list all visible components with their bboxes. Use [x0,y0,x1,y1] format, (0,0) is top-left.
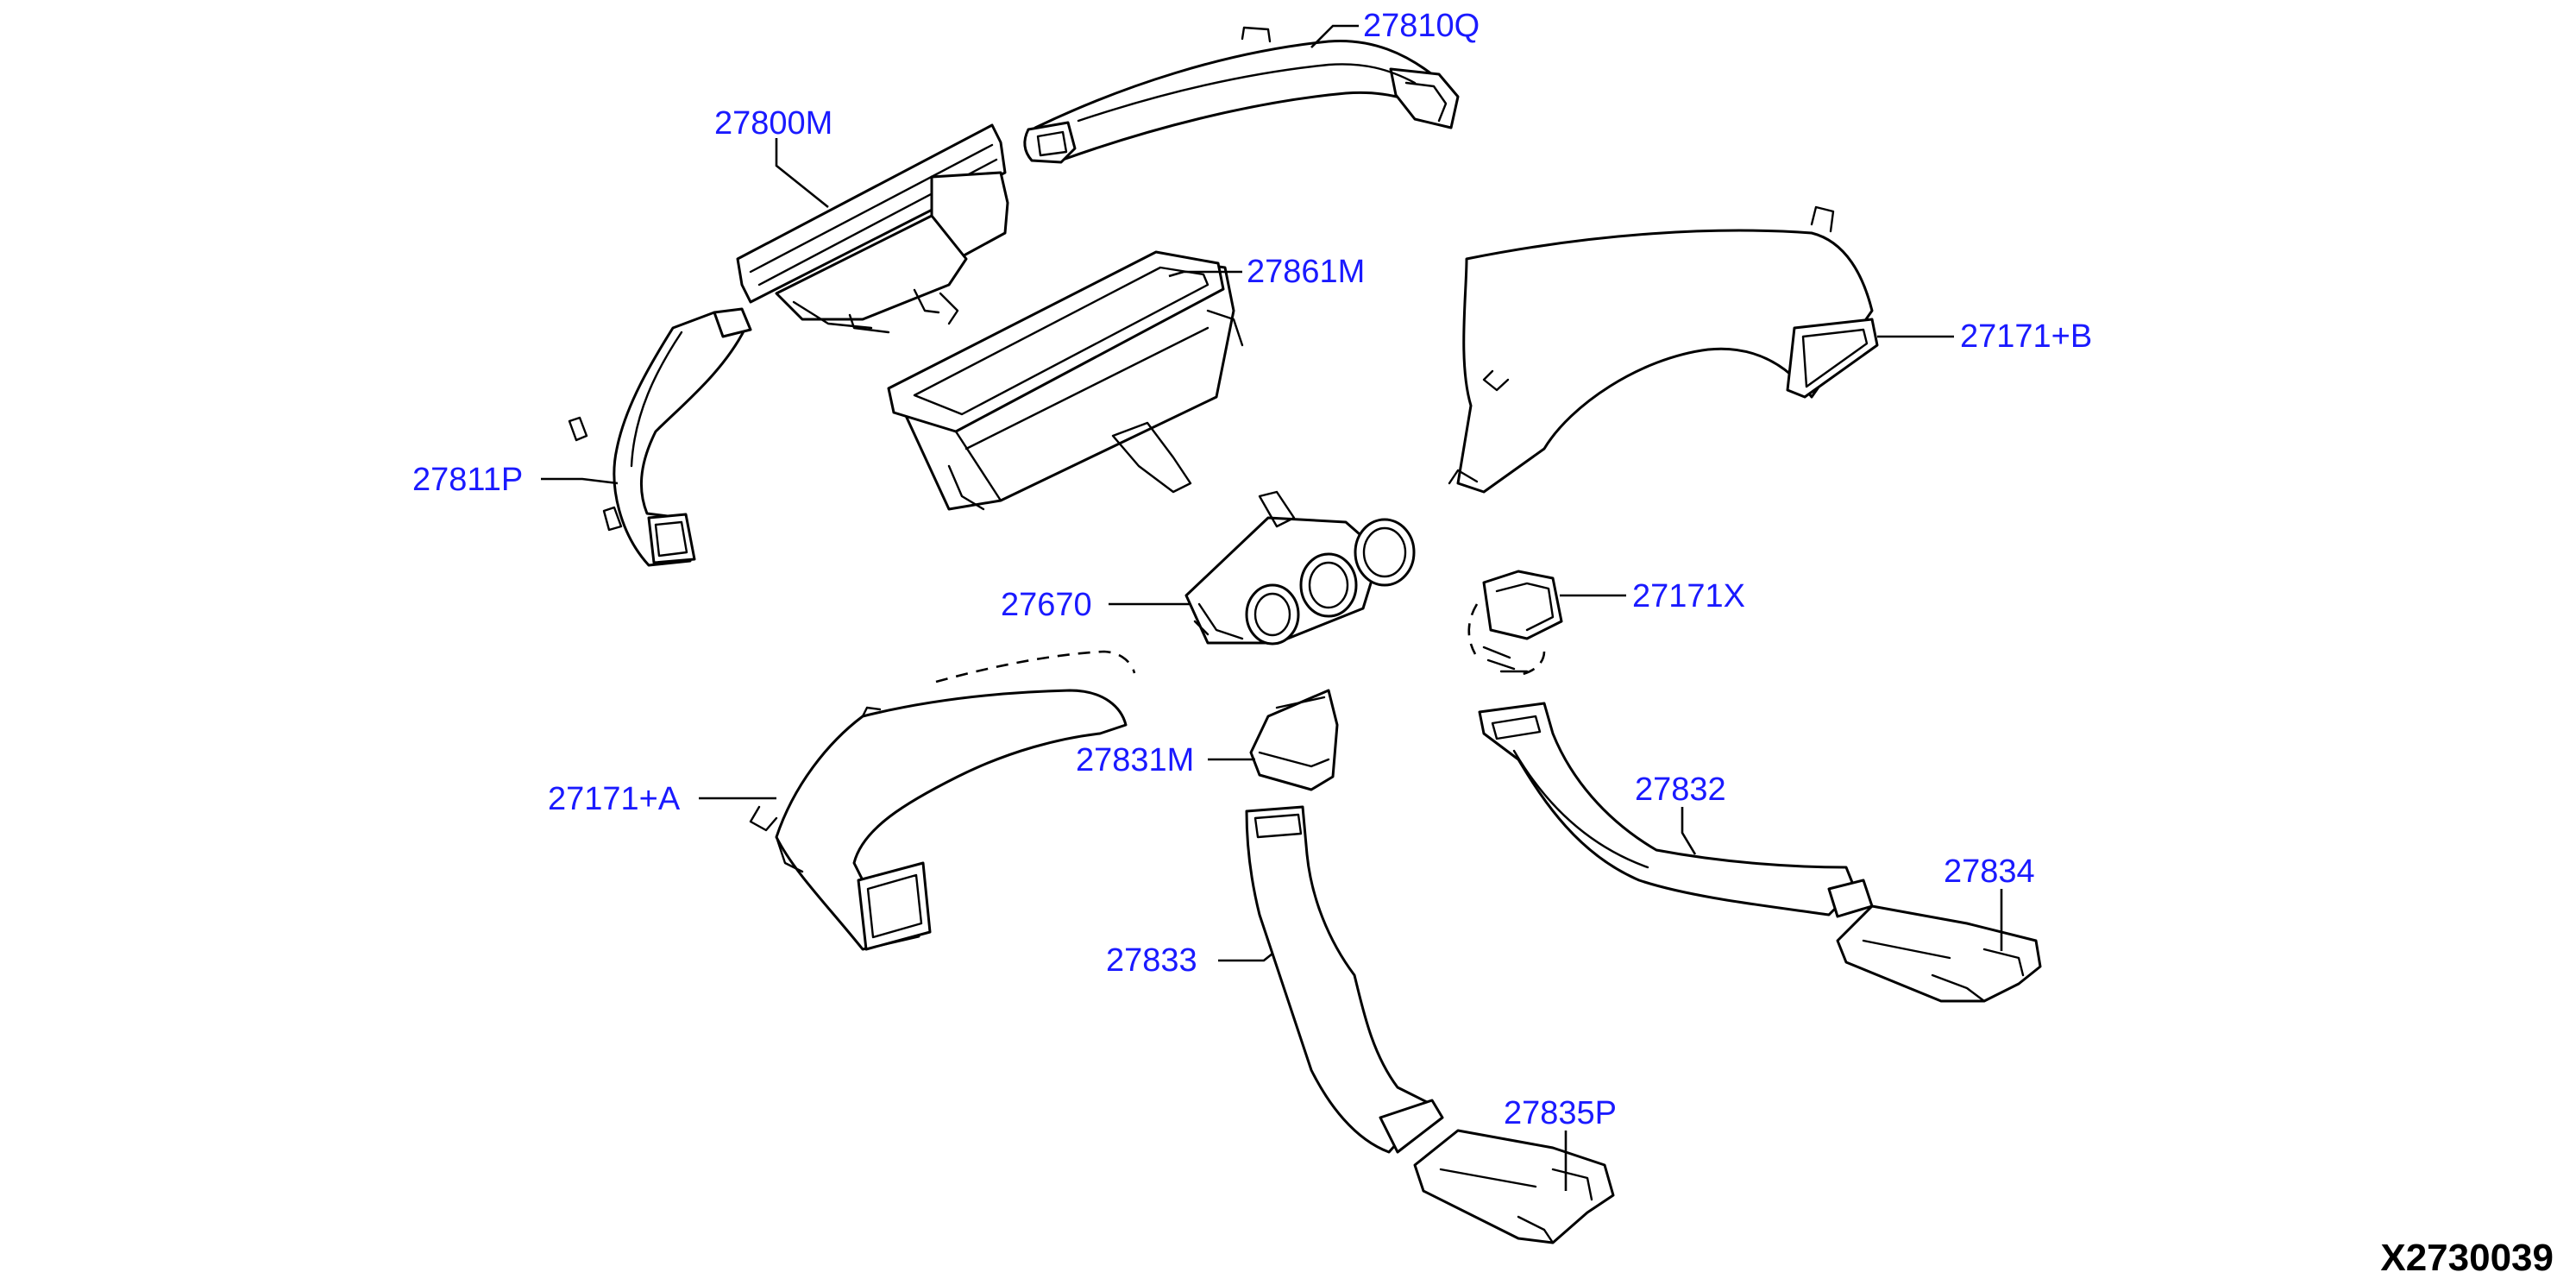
part-label-27810q[interactable]: 27810Q [1363,8,1480,44]
box-27861m[interactable] [887,250,1244,511]
nozzle-27171x[interactable] [1467,570,1563,677]
part-label-27171-plus-b[interactable]: 27171+B [1960,318,2092,355]
part-label-27670[interactable]: 27670 [1001,587,1092,623]
part-label-27171-plus-a[interactable]: 27171+A [548,781,681,817]
outlet-27835p[interactable] [1413,1129,1615,1244]
part-label-27835p[interactable]: 27835P [1504,1095,1617,1131]
duct-27810q[interactable] [1023,26,1460,164]
leader-27832 [1681,807,1697,855]
part-label-27861m[interactable]: 27861M [1247,254,1365,290]
diagram-reference-code: X2730039 [2380,1237,2554,1279]
part-label-27834[interactable]: 27834 [1944,854,2035,890]
nozzle-27670[interactable] [1184,490,1416,646]
connector-27831m[interactable] [1249,689,1339,791]
leader-lines [541,24,2003,1191]
duct-27171-plus-a[interactable] [749,650,1136,951]
part-label-27832[interactable]: 27832 [1635,772,1726,808]
part-label-27831m[interactable]: 27831M [1076,742,1194,778]
duct-27811p[interactable] [568,307,752,567]
leader-27810q [1310,24,1359,48]
part-label-27833[interactable]: 27833 [1106,942,1197,979]
part-label-27800m[interactable]: 27800M [714,105,832,142]
duct-27171-plus-b[interactable] [1448,205,1879,494]
duct-27832[interactable] [1478,702,1874,918]
grille-27800m[interactable] [736,123,1009,334]
leader-27861m [1168,270,1242,278]
part-label-27171x[interactable]: 27171X [1632,578,1745,614]
leader-27800m [775,138,829,209]
duct-27833[interactable] [1245,805,1444,1154]
part-label-27811p[interactable]: 27811P [412,462,523,498]
leader-27811p [541,477,619,485]
outlet-27834[interactable] [1836,904,2042,1003]
part-labels: 27810Q 27800M 27861M 27171+B 27811P 2767… [412,8,2092,1131]
leader-27833 [1218,952,1273,962]
